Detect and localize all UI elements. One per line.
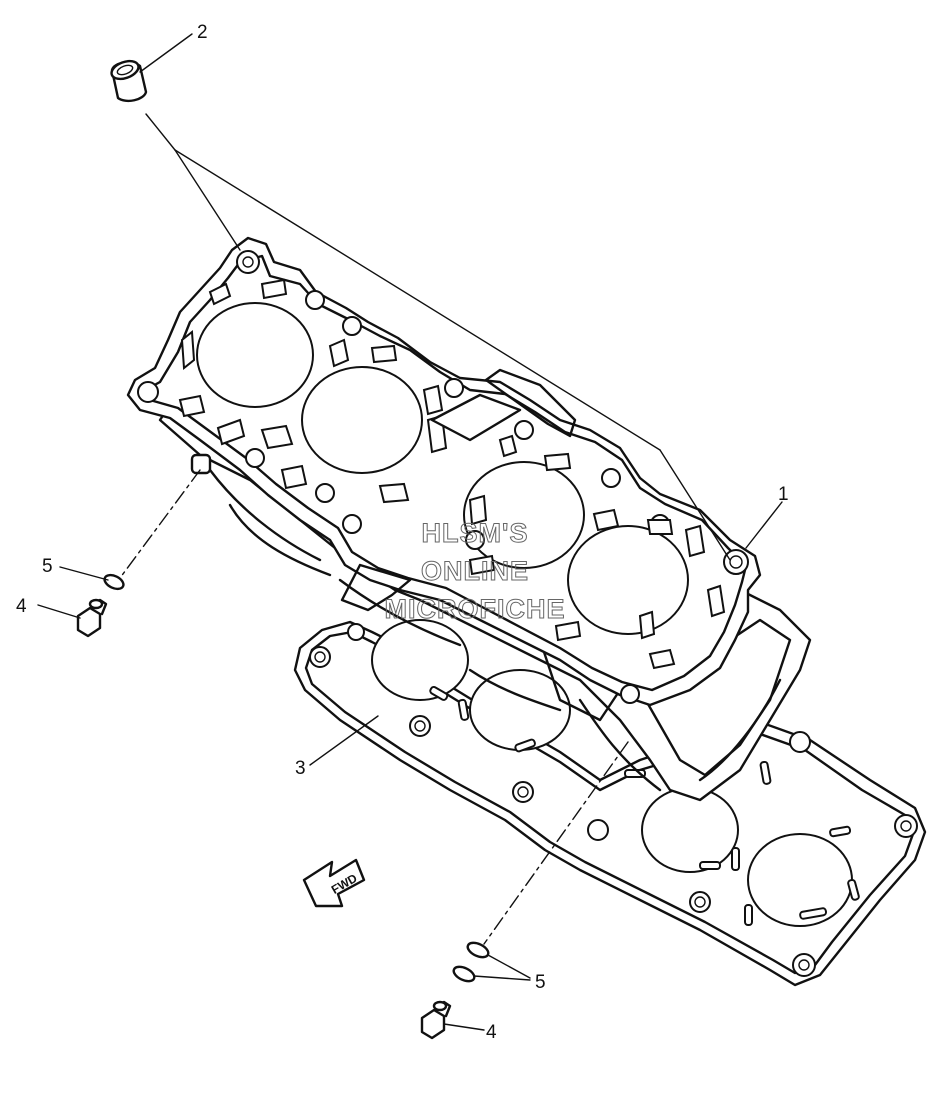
dowel-pin-part-2 (110, 59, 148, 103)
bolt-right-part-4 (420, 1000, 452, 1040)
callout-5-left: 5 (42, 556, 53, 577)
watermark-line-1: HLSM'S (422, 518, 529, 548)
callout-1: 1 (778, 484, 789, 505)
callout-4-left: 4 (16, 596, 27, 617)
watermark-line-2: ONLINE (421, 556, 529, 586)
callout-3: 3 (295, 758, 306, 779)
cylinder-block (126, 236, 812, 802)
fwd-arrow-icon: FWD (302, 858, 366, 908)
washer-left-part-5 (103, 573, 125, 591)
leader-lines (37, 33, 783, 1031)
washer-right-lower-part-5 (452, 965, 476, 983)
watermark: HLSM'S ONLINE MICROFICHE (384, 518, 566, 625)
washer-right-upper-part-5 (466, 941, 490, 959)
bolt-left-part-4 (76, 598, 108, 638)
callout-2: 2 (197, 22, 208, 43)
callout-5-right: 5 (535, 972, 546, 993)
cylinder-gasket (293, 619, 927, 987)
watermark-line-3: MICROFICHE (385, 594, 566, 624)
callout-4-right: 4 (486, 1022, 497, 1043)
